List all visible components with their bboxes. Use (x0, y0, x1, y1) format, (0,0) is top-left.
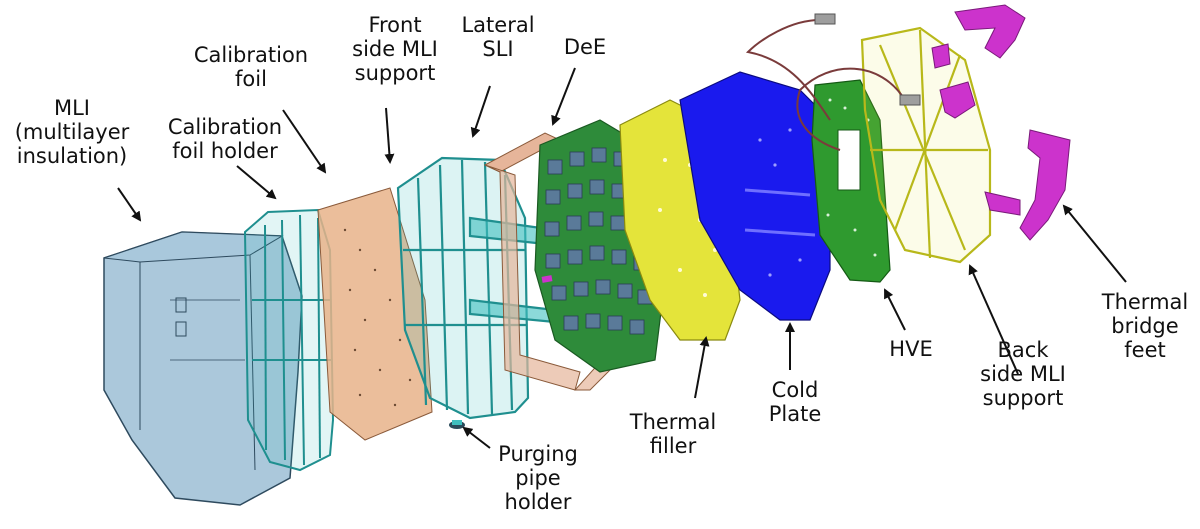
leader-arrows (117, 67, 1127, 449)
cold-plate (679, 71, 831, 321)
purging-pipe-holder (449, 420, 465, 429)
label-cold-plate: Cold Plate (768, 378, 822, 426)
dee-modules (544, 147, 653, 335)
label-back-side-mli-support: Back side MLI support (980, 338, 1066, 410)
thermal-bridge-feet (931, 4, 1071, 241)
label-mli: MLI (multilayer insulation) (14, 96, 130, 168)
label-front-side-mli-support: Front side MLI support (352, 13, 438, 85)
label-purging-pipe-holder: Purging pipe holder (498, 442, 578, 514)
hve-board (811, 79, 891, 283)
label-thermal-bridge-feet: Thermal bridge feet (1101, 290, 1189, 362)
label-calibration-foil: Calibration foil (193, 43, 309, 91)
label-calibration-foil-holder: Calibration foil holder (167, 115, 283, 163)
label-thermal-filler: Thermal filler (629, 410, 717, 458)
label-dee: DeE (563, 35, 607, 59)
cable-harness (745, 13, 921, 151)
label-lateral-sli: Lateral SLI (461, 13, 535, 61)
calibration-foil-holder (243, 208, 335, 472)
label-hve: HVE (889, 337, 933, 361)
